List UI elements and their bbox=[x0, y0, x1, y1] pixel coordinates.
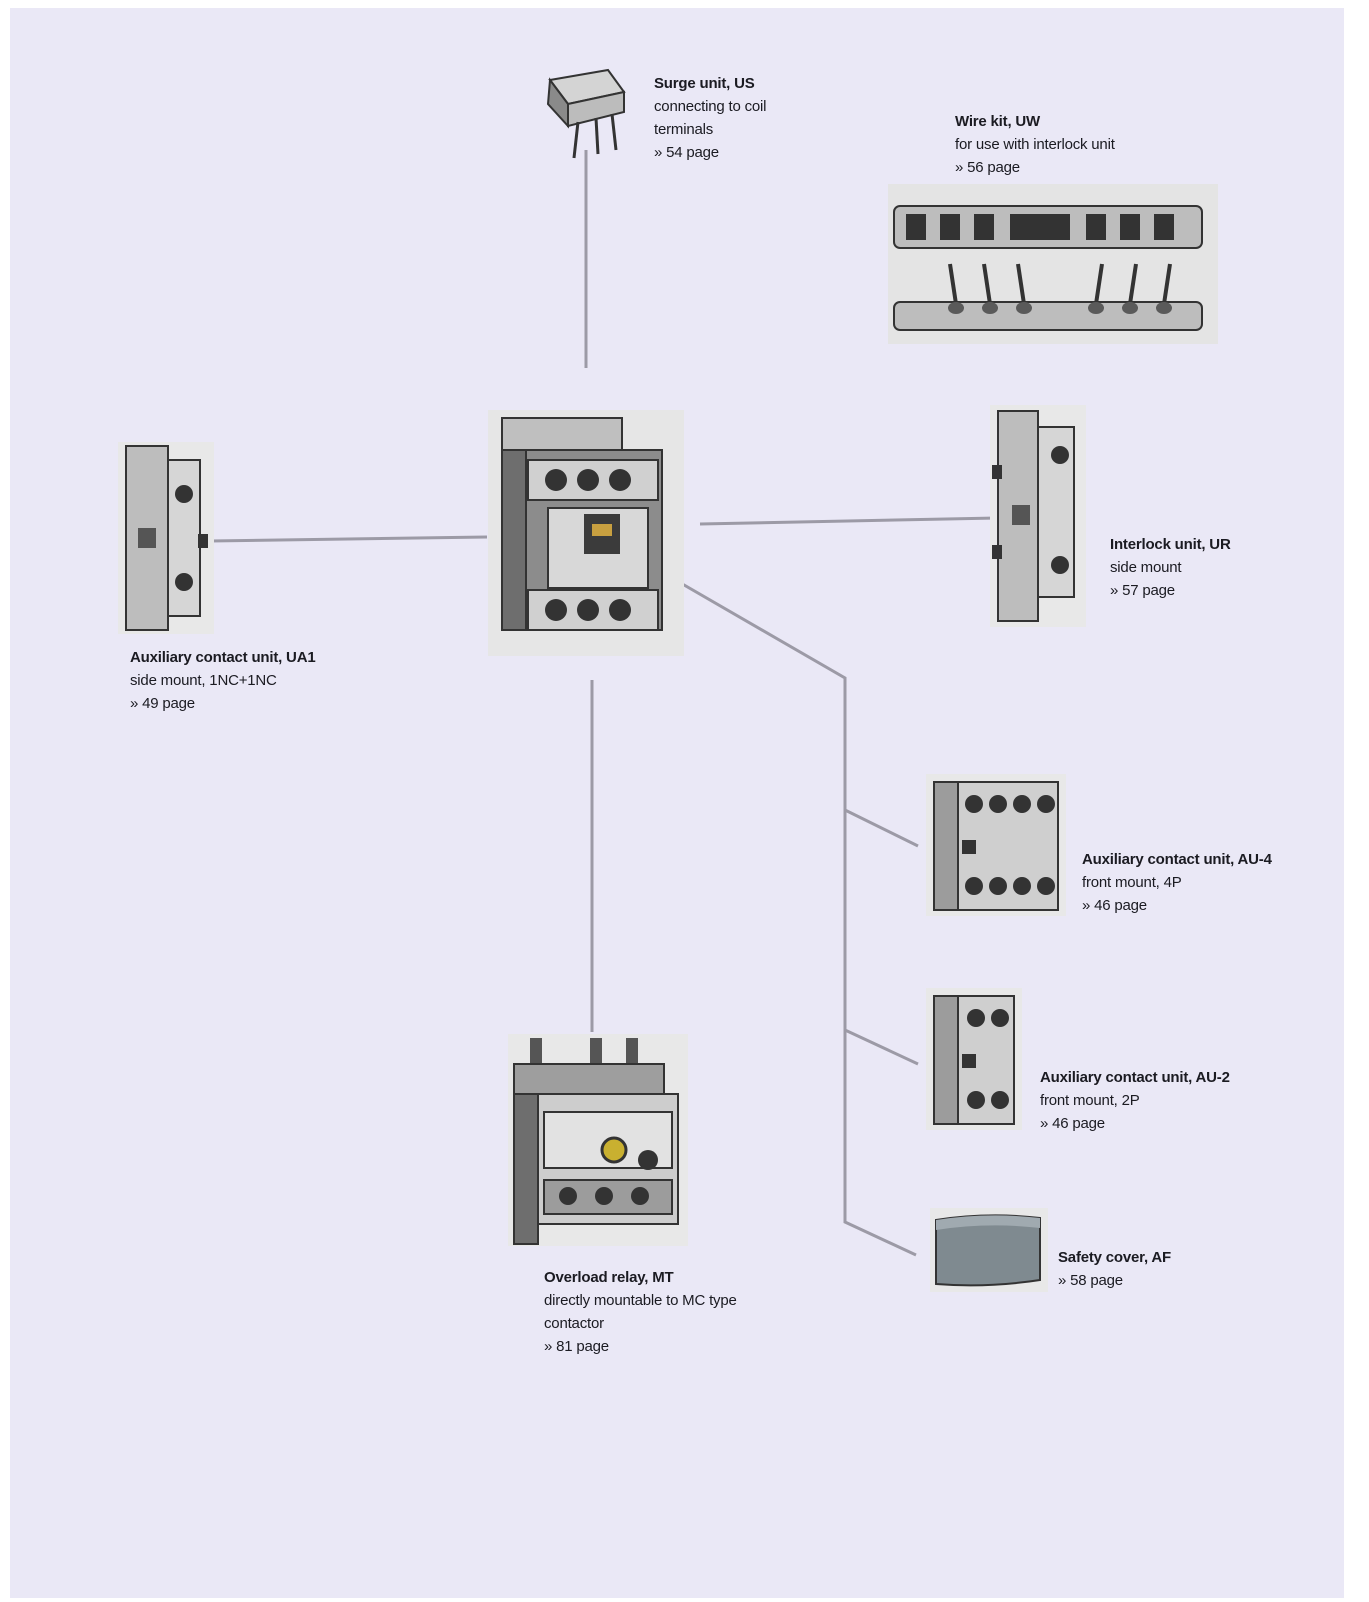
surge-desc-1: connecting to coil bbox=[654, 98, 767, 115]
surge-page-ref[interactable]: » 54 page bbox=[654, 144, 719, 161]
aux-front4-page-ref[interactable]: » 46 page bbox=[1082, 897, 1147, 914]
aux-front2-desc: front mount, 2P bbox=[1040, 1092, 1140, 1109]
aux-front2-unit-icon bbox=[926, 988, 1022, 1130]
surge-title: Surge unit, US bbox=[654, 75, 755, 92]
aux-front4-desc: front mount, 4P bbox=[1082, 874, 1182, 891]
overload-relay bbox=[508, 1034, 688, 1251]
overload-desc-2: contactor bbox=[544, 1315, 604, 1332]
surge-unit-icon bbox=[546, 68, 626, 159]
safety-cover-label: Safety cover, AF » 58 page bbox=[1058, 1246, 1171, 1292]
wire-kit-desc: for use with interlock unit bbox=[955, 136, 1115, 153]
safety-cover bbox=[930, 1208, 1048, 1297]
aux-front4-title: Auxiliary contact unit, AU-4 bbox=[1082, 851, 1272, 868]
aux-side-unit-icon bbox=[118, 442, 214, 634]
interlock-page-ref[interactable]: » 57 page bbox=[1110, 582, 1175, 599]
aux-front2-unit bbox=[926, 988, 1022, 1135]
overload-label: Overload relay, MT directly mountable to… bbox=[544, 1266, 737, 1358]
aux-front2-label: Auxiliary contact unit, AU-2 front mount… bbox=[1040, 1066, 1230, 1135]
overload-title: Overload relay, MT bbox=[544, 1269, 674, 1286]
aux-front2-title: Auxiliary contact unit, AU-2 bbox=[1040, 1069, 1230, 1086]
contactor-icon bbox=[488, 410, 684, 656]
interlock-unit bbox=[990, 405, 1086, 632]
aux-front4-unit-icon bbox=[926, 774, 1066, 916]
surge-label: Surge unit, US connecting to coil termin… bbox=[654, 72, 767, 164]
interlock-unit-icon bbox=[990, 405, 1086, 627]
aux-front4-unit bbox=[926, 774, 1066, 921]
line-front-trunk bbox=[671, 576, 917, 1257]
aux-front2-page-ref[interactable]: » 46 page bbox=[1040, 1115, 1105, 1132]
overload-page-ref[interactable]: » 81 page bbox=[544, 1338, 609, 1355]
surge-desc-2: terminals bbox=[654, 121, 714, 138]
aux-side-title: Auxiliary contact unit, UA1 bbox=[130, 649, 316, 666]
contactor bbox=[488, 410, 684, 661]
aux-side-label: Auxiliary contact unit, UA1 side mount, … bbox=[130, 646, 316, 715]
aux-front4-label: Auxiliary contact unit, AU-4 front mount… bbox=[1082, 848, 1272, 917]
overload-relay-icon bbox=[508, 1034, 688, 1246]
interlock-label: Interlock unit, UR side mount » 57 page bbox=[1110, 533, 1231, 602]
line-front2-branch bbox=[844, 1028, 919, 1066]
aux-side-page-ref[interactable]: » 49 page bbox=[130, 695, 195, 712]
line-aux-side bbox=[209, 535, 488, 543]
wire-kit bbox=[888, 184, 1218, 349]
wire-kit-icon bbox=[888, 184, 1218, 344]
line-front4-branch bbox=[844, 808, 919, 848]
wire-kit-title: Wire kit, UW bbox=[955, 113, 1040, 130]
interlock-desc: side mount bbox=[1110, 559, 1182, 576]
line-interlock bbox=[699, 516, 998, 526]
safety-cover-title: Safety cover, AF bbox=[1058, 1249, 1171, 1266]
safety-cover-page-ref[interactable]: » 58 page bbox=[1058, 1272, 1123, 1289]
aux-side-desc: side mount, 1NC+1NC bbox=[130, 672, 277, 689]
wire-kit-page-ref[interactable]: » 56 page bbox=[955, 159, 1020, 176]
wire-kit-label: Wire kit, UW for use with interlock unit… bbox=[955, 110, 1115, 179]
interlock-title: Interlock unit, UR bbox=[1110, 536, 1231, 553]
safety-cover-icon bbox=[930, 1208, 1048, 1292]
surge-unit bbox=[538, 62, 634, 167]
overload-desc-1: directly mountable to MC type bbox=[544, 1292, 737, 1309]
aux-side-unit bbox=[118, 442, 214, 639]
